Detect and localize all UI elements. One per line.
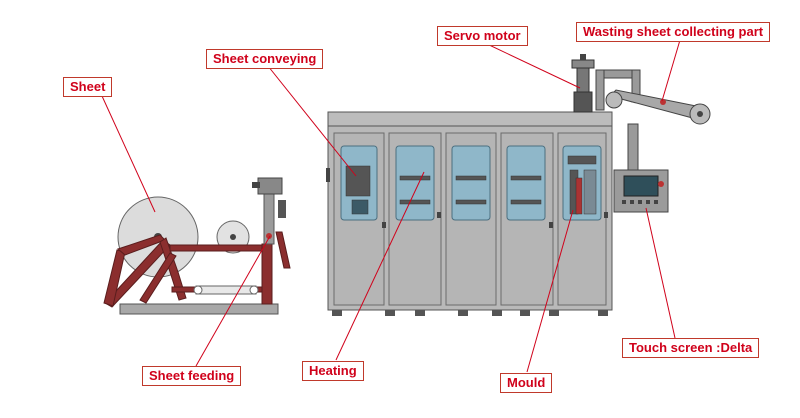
leader-wasting-sheet: [661, 39, 681, 102]
wasting-sheet-collector: [595, 69, 711, 177]
leader-sheet: [101, 95, 156, 213]
label-wasting-sheet-collecting-part: Wasting sheet collecting part: [576, 22, 771, 42]
sheet-feeding-unit: [103, 177, 291, 315]
servo-motor: [571, 54, 595, 113]
label-servo-motor: Servo motor: [437, 26, 528, 46]
label-touch-screen: Touch screen :Delta: [622, 338, 760, 358]
leader-touch-screen: [645, 207, 676, 339]
leader-sheet-feeding: [195, 235, 271, 367]
label-heating: Heating: [302, 361, 364, 381]
touch-screen-panel: [613, 169, 669, 213]
leader-servo-motor: [484, 42, 581, 89]
leader-sheet-conveying: [267, 65, 357, 177]
label-sheet-feeding: Sheet feeding: [142, 366, 242, 386]
leader-heating: [335, 171, 425, 361]
label-mould: Mould: [500, 373, 553, 393]
label-sheet: Sheet: [63, 77, 113, 97]
leader-lines: [101, 39, 681, 373]
leader-mould: [526, 209, 574, 373]
forming-machine: [326, 111, 613, 316]
label-sheet-conveying: Sheet conveying: [206, 49, 324, 69]
